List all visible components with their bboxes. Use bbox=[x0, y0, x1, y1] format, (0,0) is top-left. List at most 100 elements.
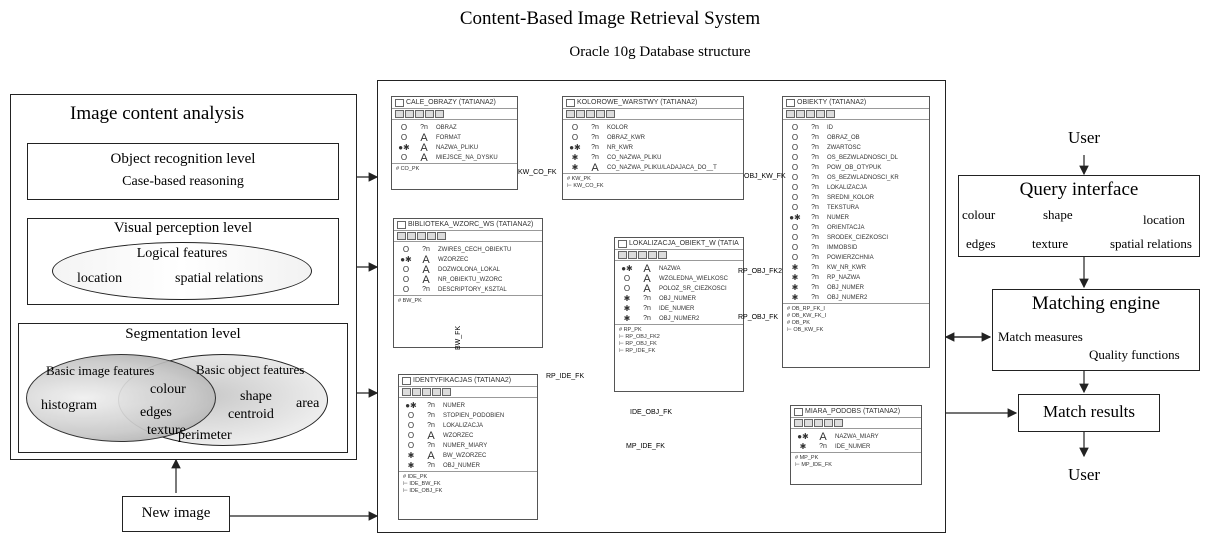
column-name: WZGLEDNA_WIELKOSC bbox=[659, 276, 729, 282]
toolbar-icon bbox=[417, 232, 426, 240]
er-table-toolbar bbox=[783, 109, 929, 120]
query-interface-title: Query interface bbox=[1019, 179, 1139, 200]
perimeter-label: perimeter bbox=[178, 428, 232, 443]
centroid-label: centroid bbox=[228, 407, 274, 422]
type-marker: ?n bbox=[819, 443, 827, 450]
er-table-toolbar bbox=[399, 387, 537, 398]
column-name: NAZWA_MIARY bbox=[835, 434, 879, 440]
column-name: NR_KWR bbox=[607, 145, 634, 151]
key-entry: ⊢ RP_OBJ_FK2 bbox=[619, 334, 660, 340]
key-marker: O bbox=[571, 123, 579, 132]
column-name: NUMER_MIARY bbox=[443, 443, 488, 449]
key-marker: ✱ bbox=[791, 273, 799, 282]
er-table-toolbar bbox=[563, 109, 743, 120]
column-name: TEKSTURA bbox=[827, 205, 860, 211]
column-name: MIEJSCE_NA_DYSKU bbox=[436, 155, 498, 161]
key-marker: O bbox=[623, 284, 631, 293]
area-label: area bbox=[296, 396, 320, 411]
toolbar-icon bbox=[834, 419, 843, 427]
toolbar-icon bbox=[786, 110, 795, 118]
key-marker: O bbox=[623, 274, 631, 283]
type-marker: ?n bbox=[811, 124, 819, 131]
object-recognition-title: Object recognition level bbox=[110, 151, 256, 167]
type-marker: ?n bbox=[811, 274, 819, 281]
toolbar-icon bbox=[435, 110, 444, 118]
er-table-toolbar bbox=[392, 109, 517, 120]
column-name: POLOZ_SR_CIEZKOSCI bbox=[659, 286, 727, 292]
key-marker: O bbox=[791, 163, 799, 172]
key-entry: ⊢ IDE_BW_FK bbox=[403, 481, 441, 487]
key-marker: O bbox=[791, 223, 799, 232]
key-entry: # CO_PK bbox=[396, 166, 420, 172]
user-top-label: User bbox=[1067, 128, 1101, 147]
rel-label-bw-fk: BW_FK bbox=[455, 325, 462, 350]
toolbar-icon bbox=[618, 251, 627, 259]
column-name: NUMER bbox=[443, 403, 465, 409]
key-entry: # BW_PK bbox=[398, 298, 422, 304]
key-marker: O bbox=[791, 133, 799, 142]
rel-label-rp-obj-fk: RP_OBJ_FK bbox=[738, 314, 779, 321]
toolbar-icon bbox=[397, 232, 406, 240]
er-keys-section: # OB_RP_FK_I# OB_KW_FK_I# OB_PK⊢ OB_KW_F… bbox=[783, 303, 929, 336]
key-entry: # RP_PK bbox=[619, 327, 642, 333]
toolbar-icon bbox=[806, 110, 815, 118]
spatial-relations-label: spatial relations bbox=[175, 271, 264, 286]
location-label: location bbox=[77, 271, 123, 286]
segmentation-title: Segmentation level bbox=[125, 326, 241, 342]
column-name: OBJ_NUMER2 bbox=[659, 316, 700, 322]
key-marker: ●✱ bbox=[405, 401, 417, 410]
key-marker: O bbox=[400, 153, 408, 162]
type-marker: ?n bbox=[427, 442, 435, 449]
query-shape: shape bbox=[1043, 207, 1073, 222]
diagram-subtitle: Oracle 10g Database structure bbox=[569, 44, 751, 60]
key-marker: O bbox=[400, 133, 408, 142]
toolbar-icon bbox=[437, 232, 446, 240]
column-name: OBJ_NUMER bbox=[827, 285, 865, 291]
key-entry: ⊢ KW_CO_FK bbox=[567, 183, 604, 189]
er-table-header: CALE_OBRAZY (TATIANA2) bbox=[392, 97, 517, 109]
toolbar-icon bbox=[442, 388, 451, 396]
er-table-header: LOKALIZACJA_OBIEKT_W (TATIA bbox=[615, 238, 743, 250]
type-marker: ?n bbox=[422, 246, 430, 253]
type-marker: A bbox=[591, 162, 599, 174]
column-name: IDE_NUMER bbox=[659, 306, 695, 312]
key-marker: ✱ bbox=[791, 263, 799, 272]
query-location: location bbox=[1143, 212, 1185, 227]
edges-label: edges bbox=[140, 405, 172, 420]
type-marker: ?n bbox=[811, 154, 819, 161]
match-results-label: Match results bbox=[1042, 402, 1136, 421]
key-marker: ✱ bbox=[791, 283, 799, 292]
type-marker: ?n bbox=[643, 305, 651, 312]
key-marker: O bbox=[791, 173, 799, 182]
key-marker: ●✱ bbox=[789, 213, 801, 222]
key-marker: O bbox=[791, 233, 799, 242]
key-marker: O bbox=[791, 153, 799, 162]
key-entry: ⊢ MP_IDE_FK bbox=[795, 462, 832, 468]
key-marker: O bbox=[791, 243, 799, 252]
column-name: LOKALIZACJA bbox=[443, 423, 484, 429]
